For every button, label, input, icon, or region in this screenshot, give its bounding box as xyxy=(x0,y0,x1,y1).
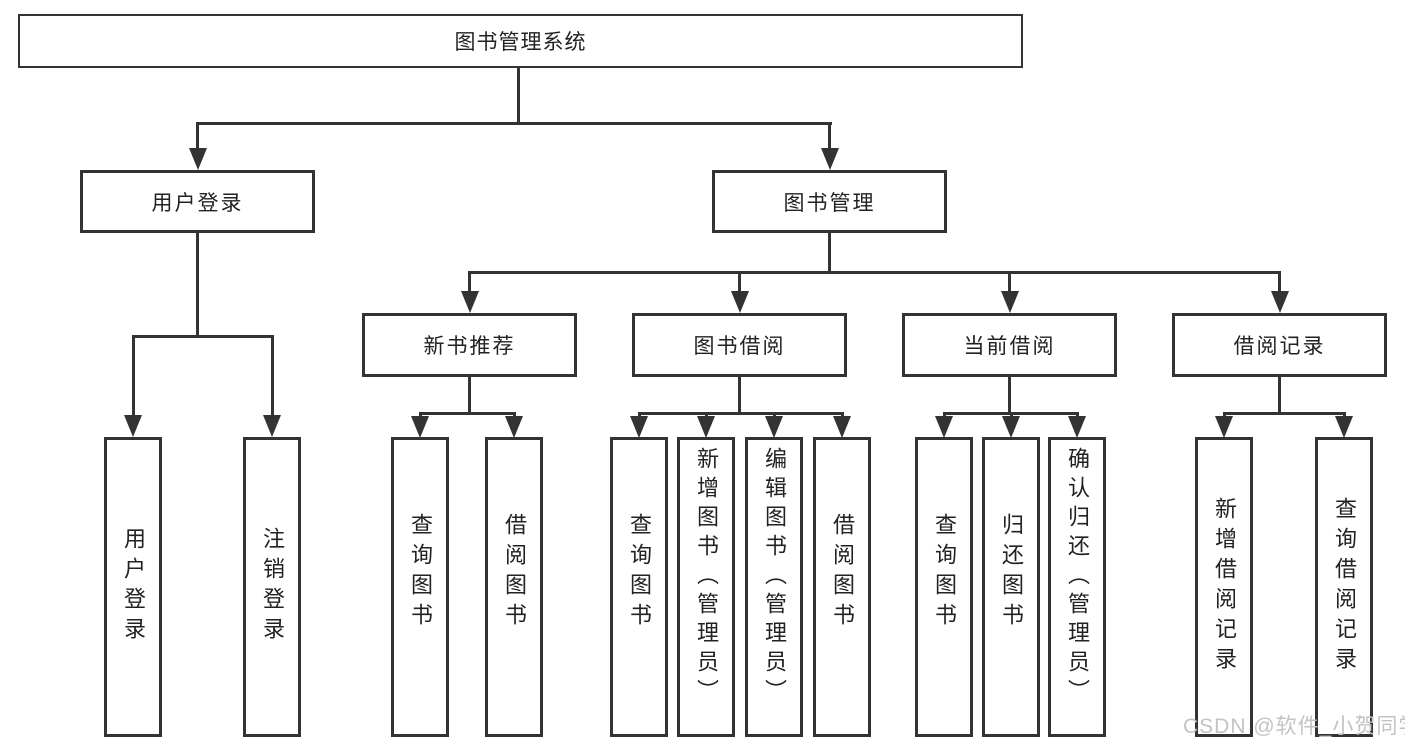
arrow-down xyxy=(637,412,641,416)
arrow-down xyxy=(131,335,135,415)
arrow-down xyxy=(828,122,831,148)
arrow-down xyxy=(1222,412,1226,416)
connector-line xyxy=(468,271,1281,274)
connector-line xyxy=(418,412,516,415)
connector-line xyxy=(1278,377,1281,415)
connector-line xyxy=(828,233,831,274)
connector-line xyxy=(1222,412,1346,415)
connector-line xyxy=(1008,377,1011,415)
leaf-user-login: 用户登录 xyxy=(104,437,162,737)
leaf-query-borrow-record: 查询借阅记录 xyxy=(1315,437,1373,737)
connector-line xyxy=(196,233,199,337)
connector-line xyxy=(196,122,832,125)
arrow-down xyxy=(1075,412,1079,416)
leaf-add-borrow-record: 新增借阅记录 xyxy=(1195,437,1253,737)
node-user-login: 用户登录 xyxy=(80,170,315,233)
node-library-management-system: 图书管理系统 xyxy=(18,14,1023,68)
arrow-down xyxy=(942,412,946,416)
arrow-down xyxy=(1008,271,1011,291)
leaf-borrow-books: 借阅图书 xyxy=(813,437,871,737)
node-new-book-recommend: 新书推荐 xyxy=(362,313,577,377)
arrow-down xyxy=(196,122,199,148)
node-book-management: 图书管理 xyxy=(712,170,947,233)
leaf-query-books-borrow: 查询图书 xyxy=(610,437,668,737)
node-current-borrow: 当前借阅 xyxy=(902,313,1117,377)
connector-line xyxy=(517,68,520,124)
arrow-down xyxy=(418,412,422,416)
csdn-watermark: CSDN @软件_小贺同学 xyxy=(1183,715,1405,738)
arrow-down xyxy=(1342,412,1346,416)
leaf-edit-books-admin: 编辑图书（管理员） xyxy=(745,437,803,737)
leaf-borrow-books-recommend: 借阅图书 xyxy=(485,437,543,737)
leaf-logout: 注销登录 xyxy=(243,437,301,737)
arrow-down xyxy=(270,335,274,415)
arrow-down xyxy=(840,412,844,416)
leaf-add-books-admin: 新增图书（管理员） xyxy=(677,437,735,737)
arrow-down xyxy=(1009,412,1013,416)
leaf-confirm-return-admin: 确认归还（管理员） xyxy=(1048,437,1106,737)
leaf-query-books-recommend: 查询图书 xyxy=(391,437,449,737)
arrow-down xyxy=(772,412,776,416)
connector-line xyxy=(131,335,274,338)
connector-line xyxy=(738,377,741,415)
node-book-borrow: 图书借阅 xyxy=(632,313,847,377)
arrow-down xyxy=(1278,271,1281,291)
connector-line xyxy=(468,377,471,415)
arrow-down xyxy=(512,412,516,416)
leaf-return-books: 归还图书 xyxy=(982,437,1040,737)
leaf-query-books-current: 查询图书 xyxy=(915,437,973,737)
arrow-down xyxy=(468,271,471,291)
connector-line xyxy=(637,412,844,415)
node-borrow-record: 借阅记录 xyxy=(1172,313,1387,377)
arrow-down xyxy=(738,271,741,291)
arrow-down xyxy=(704,412,708,416)
